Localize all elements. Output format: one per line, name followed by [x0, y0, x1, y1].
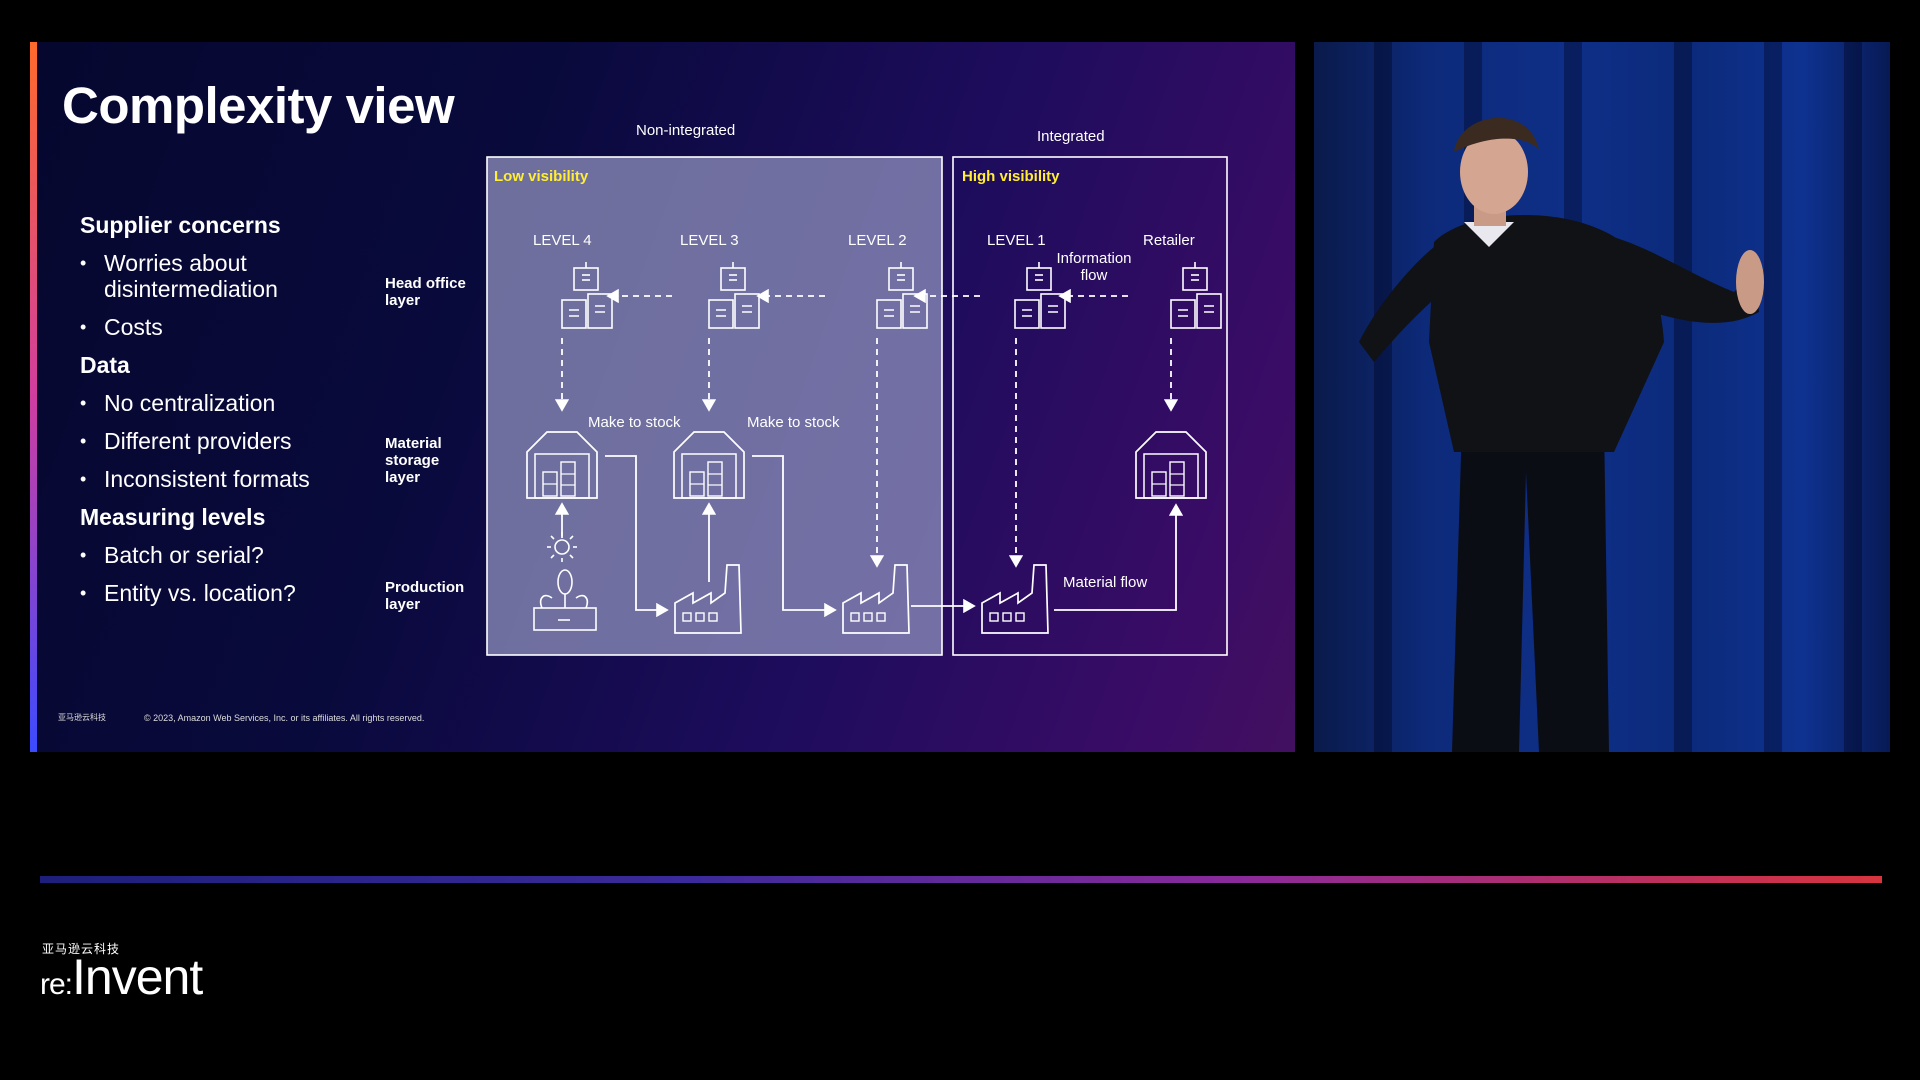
level2-label: LEVEL 2: [848, 232, 907, 249]
level1-factory-icon: [982, 565, 1048, 633]
presentation-slide: Complexity view Supplier concerns Worrie…: [30, 42, 1295, 752]
non-integrated-label: Non-integrated: [636, 122, 735, 139]
reinvent-logo-invent: Invent: [72, 949, 202, 1005]
low-visibility-label: Low visibility: [494, 168, 588, 185]
reinvent-logo: re:Invent: [40, 948, 202, 1006]
level1-label: LEVEL 1: [987, 232, 1046, 249]
stage-gradient-bar: [40, 876, 1882, 883]
speaker-figure: [1314, 42, 1890, 752]
retailer-office-icon: [1171, 262, 1221, 328]
integrated-label: Integrated: [1037, 128, 1105, 145]
high-visibility-label: High visibility: [962, 168, 1060, 185]
information-flow-label: Information flow: [1048, 250, 1140, 284]
supply-chain-diagram: [30, 42, 1295, 752]
retailer-label: Retailer: [1143, 232, 1195, 249]
copyright-text: © 2023, Amazon Web Services, Inc. or its…: [144, 713, 424, 723]
level3-label: LEVEL 3: [680, 232, 739, 249]
speaker-video: [1314, 42, 1890, 752]
reinvent-logo-re: re:: [40, 968, 72, 1001]
level4-label: LEVEL 4: [533, 232, 592, 249]
material-flow-label: Material flow: [1063, 574, 1147, 591]
make-to-stock-label-2: Make to stock: [747, 414, 840, 431]
make-to-stock-label-1: Make to stock: [588, 414, 681, 431]
aws-logo: 亚马逊云科技: [58, 712, 106, 723]
retailer-warehouse-icon: [1136, 432, 1206, 498]
